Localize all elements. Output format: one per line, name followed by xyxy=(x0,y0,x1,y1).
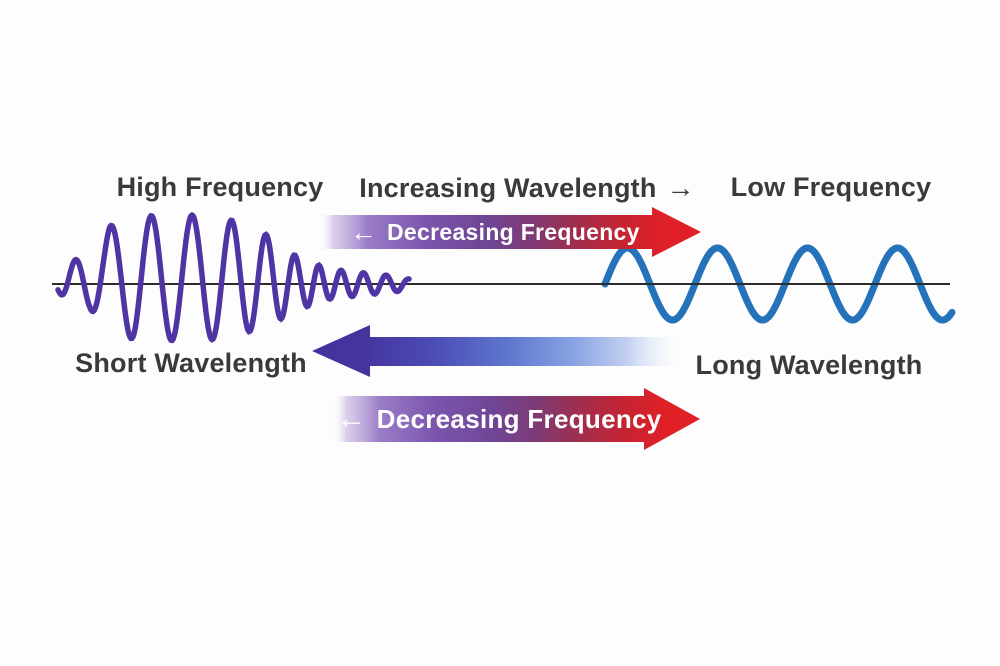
left-arrow-icon: ← xyxy=(350,216,378,247)
decreasing-frequency-top-label: Decreasing Frequency xyxy=(387,218,640,245)
low-frequency-wave xyxy=(601,244,956,324)
short-wavelength-label: Short Wavelength xyxy=(75,348,307,378)
decreasing-frequency-arrow-bottom xyxy=(332,388,700,450)
decreasing-frequency-arrow-top xyxy=(318,207,701,257)
decreasing-frequency-bottom-text: ← Decreasing Frequency xyxy=(336,404,661,434)
left-arrow-icon: ← xyxy=(336,402,367,436)
high-frequency-wave xyxy=(55,211,412,344)
right-arrow-icon: → xyxy=(666,172,695,203)
decreasing-frequency-bottom-label: Decreasing Frequency xyxy=(376,404,662,434)
decreasing-frequency-top-text: ← Decreasing Frequency xyxy=(350,216,640,247)
high-frequency-label: High Frequency xyxy=(116,172,324,202)
increasing-wavelength-text: Increasing Wavelength xyxy=(359,172,657,203)
increasing-wavelength-label: Increasing Wavelength → xyxy=(359,174,694,202)
long-wavelength-label: Long Wavelength xyxy=(695,350,923,380)
low-frequency-label: Low Frequency xyxy=(730,172,932,202)
long-wavelength-left-arrow xyxy=(312,325,688,377)
